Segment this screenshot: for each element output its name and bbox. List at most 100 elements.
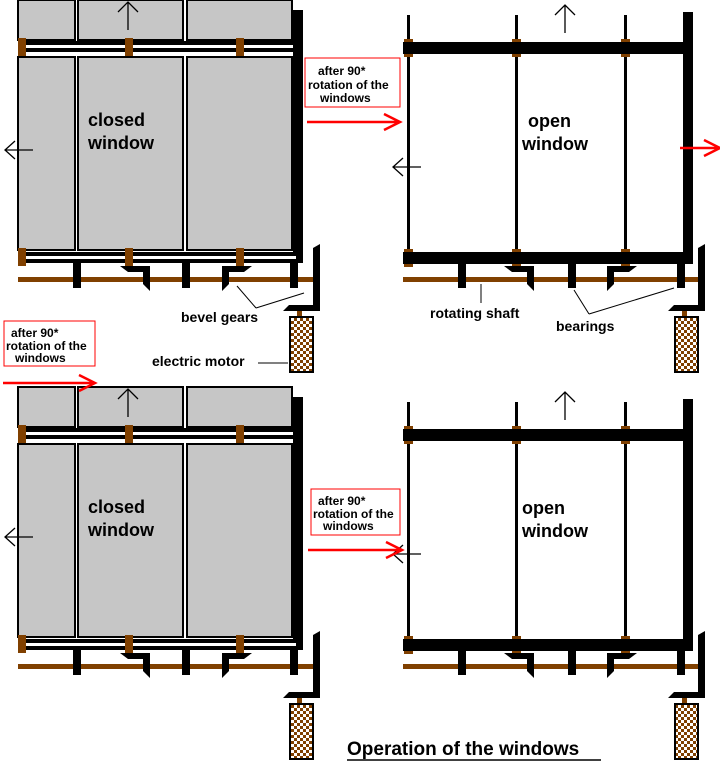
- pivot: [125, 425, 133, 443]
- rotation-note-1: after 90* rotation of the windows: [304, 57, 401, 108]
- note-line-1: after 90*: [318, 494, 366, 508]
- bevel-gear: [222, 653, 252, 678]
- up-arrow-icon: [117, 1, 139, 30]
- bearing: [458, 649, 466, 675]
- closed-window-label-4: window: [87, 520, 155, 540]
- electric-motor: [674, 316, 699, 373]
- bearing: [182, 262, 190, 288]
- frame-gap: [18, 256, 296, 259]
- bearing: [182, 649, 190, 675]
- motor-shaft: [297, 698, 302, 704]
- frame-top-bar: [403, 429, 693, 441]
- red-arrow-icon: [307, 112, 403, 132]
- pivot: [236, 38, 244, 56]
- bearing: [290, 649, 298, 675]
- pivot: [236, 635, 244, 653]
- pivot: [18, 635, 26, 653]
- motor-bevel-gear: [668, 631, 705, 698]
- window-pane: [17, 56, 76, 251]
- left-arrow-icon: [4, 140, 33, 160]
- pivot: [236, 248, 244, 266]
- up-arrow-icon: [554, 4, 576, 33]
- red-arrow-icon: [308, 540, 405, 560]
- window-pane: [77, 0, 184, 41]
- up-arrow-icon: [554, 391, 576, 420]
- bearing: [677, 262, 685, 288]
- diagram-title: Operation of the windows: [347, 739, 579, 760]
- window-pane: [17, 386, 76, 428]
- window-pane: [186, 386, 293, 428]
- bearing: [568, 262, 576, 288]
- window-pane: [186, 0, 293, 41]
- rotating-shaft: [18, 664, 315, 669]
- frame-gap: [18, 45, 296, 48]
- window-pane: [186, 443, 293, 638]
- electric-motor: [289, 316, 314, 373]
- rotated-window-pane: [407, 402, 410, 645]
- closed-window-panel: [4, 0, 320, 373]
- rotated-window-pane: [407, 15, 410, 258]
- motor-bevel-gear: [283, 631, 320, 698]
- frame-top-bar: [403, 42, 693, 54]
- window-pane: [186, 56, 293, 251]
- open-window-label-3: open: [522, 498, 565, 518]
- bearing: [458, 262, 466, 288]
- bevel-gears-leader: [255, 292, 305, 309]
- electric-motor-label: electric motor: [152, 353, 245, 369]
- rotated-window-pane: [515, 402, 518, 645]
- bevel-gears-label: bevel gears: [181, 309, 258, 325]
- bearing: [73, 262, 81, 288]
- closed-window-label-2: window: [87, 133, 155, 153]
- bearing: [73, 649, 81, 675]
- left-arrow-icon: [392, 157, 421, 177]
- bevel-gear: [504, 653, 534, 678]
- window-pane: [17, 443, 76, 638]
- left-arrow-icon: [4, 527, 33, 547]
- bearing: [568, 649, 576, 675]
- pivot: [18, 248, 26, 266]
- up-arrow-icon: [117, 388, 139, 417]
- red-arrow-icon: [3, 373, 98, 393]
- frame-right-bar: [293, 10, 303, 263]
- frame-gap: [18, 643, 296, 646]
- electric-motor: [674, 703, 699, 760]
- window-pane: [77, 56, 184, 251]
- rotated-window-pane: [624, 15, 627, 258]
- closed-window-label-3: closed: [88, 497, 145, 517]
- frame-bottom-bar: [403, 639, 693, 651]
- motor-shaft: [297, 311, 302, 317]
- open-window-label-4: window: [521, 521, 589, 541]
- motor-shaft: [682, 311, 687, 317]
- rotation-note-3: after 90* rotation of the windows: [310, 488, 401, 536]
- red-arrow-icon: [680, 138, 720, 158]
- open-window-panel: [392, 391, 705, 760]
- pivot: [125, 248, 133, 266]
- bevel-gear: [607, 266, 637, 291]
- bevel-gear: [607, 653, 637, 678]
- frame-bottom-bar: [403, 252, 693, 264]
- window-pane: [17, 0, 76, 41]
- rotating-shaft: [18, 277, 315, 282]
- rotation-note-2: after 90* rotation of the windows: [3, 320, 96, 367]
- frame-right-bar: [293, 397, 303, 650]
- note-line-3: windows: [319, 91, 371, 105]
- note-line-1: after 90*: [318, 64, 366, 78]
- pivot: [18, 38, 26, 56]
- bevel-gears-leader: [236, 285, 257, 309]
- note-line-3: windows: [14, 351, 66, 365]
- window-pane: [77, 386, 184, 428]
- rotating-shaft: [403, 664, 700, 669]
- bearing: [290, 262, 298, 288]
- note-line-2: rotation of the: [308, 78, 389, 92]
- pivot: [125, 635, 133, 653]
- open-window-label-1: open: [528, 111, 571, 131]
- motor-bevel-gear: [283, 244, 320, 311]
- rotated-window-pane: [624, 402, 627, 645]
- bevel-gear: [504, 266, 534, 291]
- frame-right-bar: [683, 12, 693, 262]
- electric-motor: [289, 703, 314, 760]
- rotating-shaft: [403, 277, 700, 282]
- bearings-leader: [588, 287, 675, 315]
- pivot: [236, 425, 244, 443]
